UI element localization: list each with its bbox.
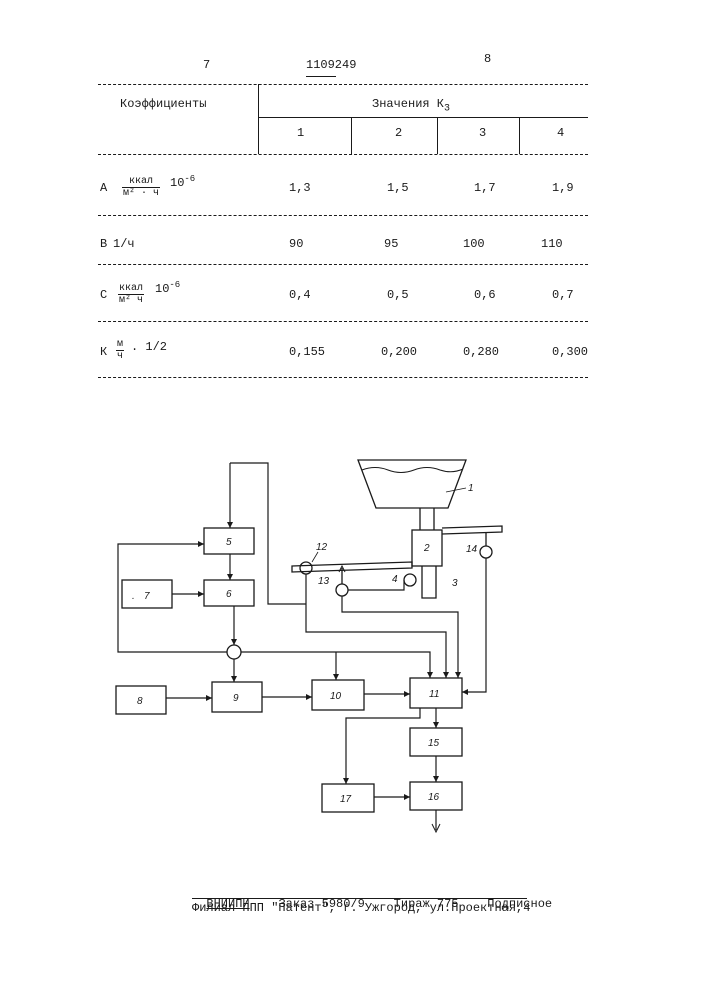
sensor-13 [336,584,348,596]
arrow-into-11-c [455,672,461,678]
block-15-label: 15 [428,738,440,749]
sensor-12 [300,562,312,574]
block-17-label: 17 [340,794,352,805]
arrow-into-9 [231,676,237,682]
arrow-into-16 [433,776,439,782]
element-2-label: 2 [423,543,430,554]
sensor14-to-11 [462,558,486,692]
arrow-into-11-a [427,672,433,678]
arrow-into-10 [333,674,339,680]
arrow-10-11 [404,691,410,697]
sensor-14-label: 14 [466,544,478,555]
arrow-7-6 [198,591,204,597]
arrow-into-node [231,639,237,645]
block-11-label: 11 [429,689,439,700]
arrow-8-9 [206,695,212,701]
sensor-bus-to-11 [342,596,458,678]
arrow-17-16 [404,794,410,800]
block-5-label: 5 [226,537,232,548]
hopper-label-leader [446,488,466,492]
arrow-into-15 [433,722,439,728]
element-3-label: 3 [452,578,458,589]
block-7-label: . [132,591,135,602]
hopper-label: 1 [468,483,474,494]
sensor-12-leader [312,552,318,562]
link-11-17 [346,708,420,784]
block-9-label: 9 [233,693,239,704]
sensor-4 [404,574,416,586]
imprint-line-2: Филиал ППП "Патент", г. Ужгород, ул.Прое… [192,901,530,915]
block-6-label: 6 [226,589,232,600]
arrow-into-17 [343,778,349,784]
arrow-14-11 [462,689,468,695]
arrow-into-11-b [443,672,449,678]
arrow-feedback [198,541,204,547]
sensor-4-label: 4 [392,574,398,585]
conveyor-right [442,526,502,534]
block-10-label: 10 [330,691,342,702]
arrow-into-6 [227,574,233,580]
summing-node [227,645,241,659]
sensor-14 [480,546,492,558]
block-7-number: 7 [144,591,150,602]
imprint-rule [192,898,527,899]
sensor-13-label: 13 [318,576,330,587]
arrow-9-10 [306,694,312,700]
sensor-12-label: 12 [316,542,328,553]
top-feed-line [230,463,306,604]
arrow-into-5 [227,522,233,528]
block-16-label: 16 [428,792,440,803]
element-3 [422,566,436,598]
block-8-label: 8 [137,696,143,707]
hopper-contents [362,468,463,473]
